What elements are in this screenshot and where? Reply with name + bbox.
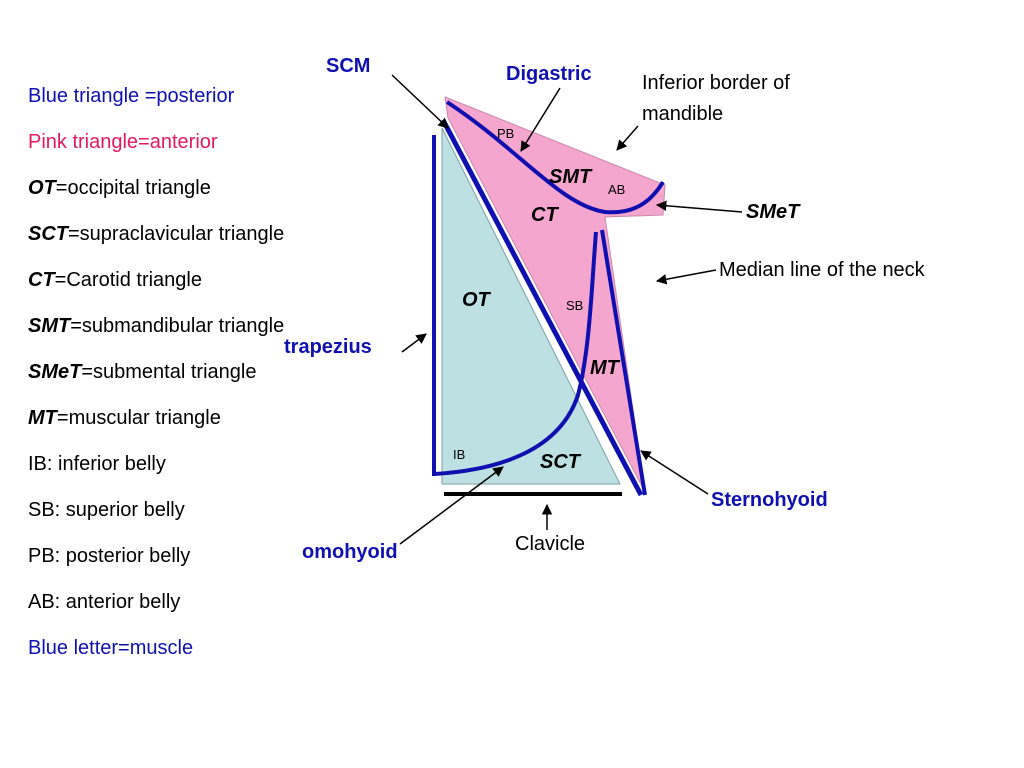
omohyoid-label: omohyoid [302, 541, 398, 563]
legend-pb: PB: posterior belly [28, 545, 191, 567]
sternohyoid-muscle [600, 229, 647, 496]
trapezius-label: trapezius [284, 336, 372, 358]
legend-ct: CT=Carotid triangle [28, 269, 202, 291]
legend-anterior: Pink triangle=anterior [28, 131, 218, 153]
legend-muscle-color: Blue letter=muscle [28, 637, 194, 659]
legend-smet: SMeT=submental triangle [28, 361, 257, 383]
omohyoid-pointer [399, 466, 504, 545]
smet-label: SMeT [746, 201, 801, 223]
mandible-label-line1: Inferior border of [642, 72, 790, 94]
digastric-muscle [445, 100, 665, 215]
sternohyoid-pointer [640, 450, 709, 495]
ab-label: AB [608, 182, 625, 197]
smt-label: SMT [549, 166, 593, 188]
scm-label: SCM [326, 55, 370, 77]
clavicle-label: Clavicle [515, 533, 585, 555]
legend-ot: OT=occipital triangle [28, 177, 211, 199]
posterior-triangle [441, 127, 621, 485]
legend-smt: SMT=submandibular triangle [28, 315, 285, 337]
digastric-label: Digastric [506, 63, 592, 85]
sternohyoid-label: Sternohyoid [711, 489, 828, 511]
trapezius-pointer [401, 333, 427, 353]
digastric-pointer [520, 87, 561, 152]
mt-label: MT [590, 357, 621, 379]
ib-label: IB [453, 447, 465, 462]
pb-label: PB [497, 126, 514, 141]
median-pointer [655, 269, 717, 285]
ot-label: OT [462, 289, 492, 311]
legend-ab: AB: anterior belly [28, 591, 181, 613]
sb-label: SB [566, 298, 583, 313]
legend-sb: SB: superior belly [28, 499, 185, 521]
scm-pointer [391, 74, 449, 129]
scm-muscle [440, 118, 644, 497]
legend-posterior: Blue triangle =posterior [28, 85, 235, 107]
median-line-label: Median line of the neck [719, 259, 926, 281]
omohyoid-muscle [433, 231, 598, 476]
legend-sct: SCT=supraclavicular triangle [28, 223, 285, 245]
sct-label: SCT [540, 451, 582, 473]
ct-label: CT [531, 204, 559, 226]
legend-mt: MT=muscular triangle [28, 407, 221, 429]
mandible-pointer [616, 125, 639, 151]
legend-ib: IB: inferior belly [28, 453, 166, 475]
mandible-label-line2: mandible [642, 103, 723, 125]
smet-pointer [655, 200, 743, 213]
legend: Blue triangle =posterior Pink triangle=a… [28, 84, 358, 660]
